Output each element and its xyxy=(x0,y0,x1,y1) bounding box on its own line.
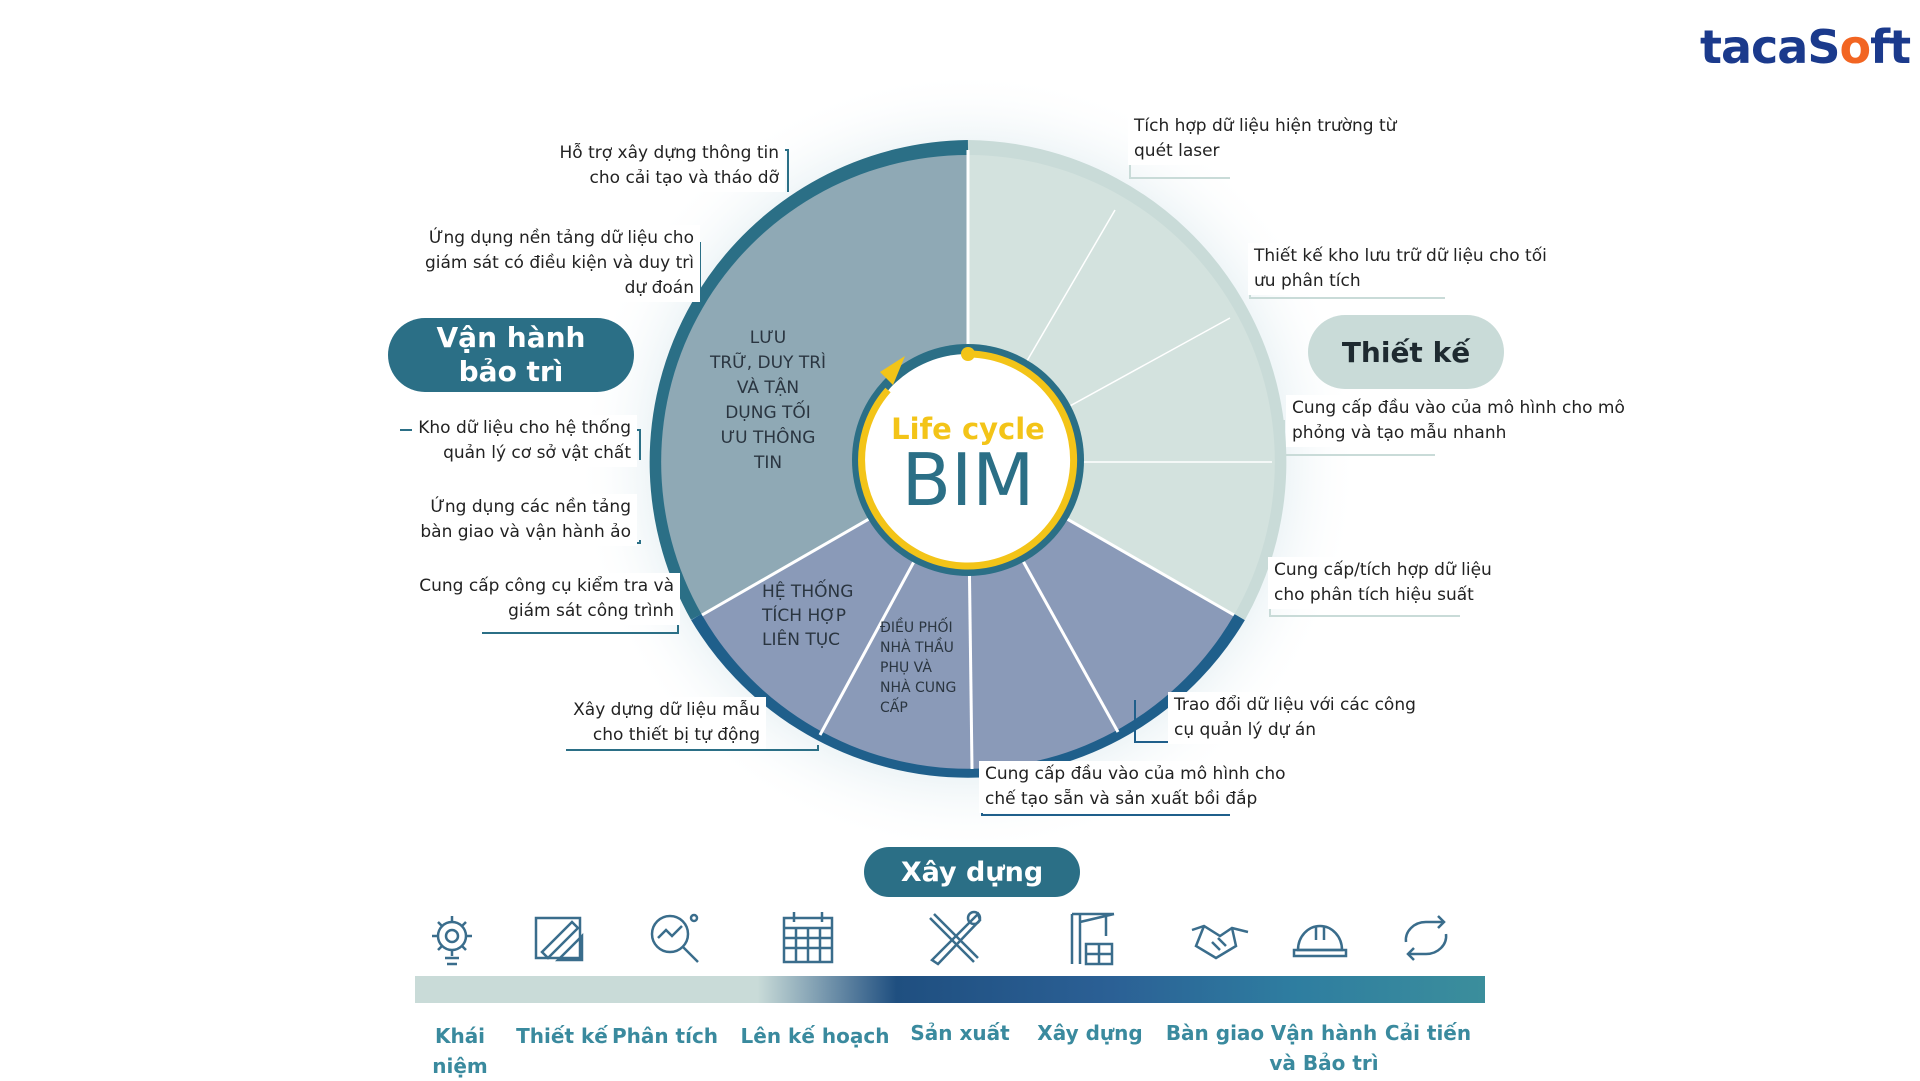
center-yellow-arrowhead xyxy=(880,356,905,385)
sector-coordination-label: ĐIỀU PHỐI NHÀ THẦU PHỤ VÀ NHÀ CUNG CẤP xyxy=(880,620,957,716)
timeline-label-handover: Bàn giao xyxy=(1165,1021,1265,1045)
ring-bottom xyxy=(691,611,1245,778)
sector-storage-label: LƯU TRỮ, DUY TRÌ VÀ TẬN DỤNG TỐI ƯU THÔN… xyxy=(709,328,827,473)
ring-left xyxy=(649,140,969,620)
phase-operation-text: Vận hành bảo trì xyxy=(436,321,586,388)
center-yellow-ring xyxy=(858,350,1078,570)
center-title-large: BIM xyxy=(901,438,1035,522)
annotation-left-1: Hỗ trợ xây dựng thông tin cho cải tạo và… xyxy=(553,140,785,192)
tacasoft-logo: tacaSoft xyxy=(1700,20,1911,74)
cycle-arrows-icon xyxy=(1404,915,1448,961)
center-disc xyxy=(862,354,1074,566)
timeline-bar xyxy=(415,976,1485,1003)
magnifier-chart-icon xyxy=(650,913,699,963)
timeline-label-operation: Vận hành và Bảo trì xyxy=(1269,1021,1379,1075)
hardhat-icon xyxy=(1292,924,1348,958)
phase-construction-pill: Xây dựng xyxy=(864,847,1080,897)
annotation-left-3: Kho dữ liệu cho hệ thống quản lý cơ sở v… xyxy=(412,415,637,467)
phase-design-pill: Thiết kế xyxy=(1308,315,1504,389)
calendar-icon xyxy=(782,912,834,964)
annotation-right-3: Cung cấp đầu vào của mô hình cho mô phỏn… xyxy=(1286,395,1631,447)
phase-construction-text: Xây dựng xyxy=(900,856,1044,888)
timeline-label-construction: Xây dựng xyxy=(1037,1021,1143,1045)
ring-right xyxy=(967,140,1287,620)
annotation-left-6: Xây dựng dữ liệu mẫu cho thiết bị tự độn… xyxy=(567,697,766,749)
timeline-label-design: Thiết kế xyxy=(516,1024,608,1048)
annotation-left-4: Ứng dụng các nền tảng bàn giao và vận hà… xyxy=(414,494,637,546)
annotation-right-2: Thiết kế kho lưu trữ dữ liệu cho tối ưu … xyxy=(1248,243,1553,295)
timeline-label-analysis: Phân tích xyxy=(611,1024,719,1048)
center-title-small: Life cycle xyxy=(891,412,1045,446)
center-yellow-dot xyxy=(961,347,975,361)
annotation-right-6: Cung cấp đầu vào của mô hình cho chế tạo… xyxy=(979,761,1292,813)
gear-bulb-icon xyxy=(432,916,472,966)
phase-design-text: Thiết kế xyxy=(1341,335,1471,369)
phase-operation-pill: Vận hành bảo trì xyxy=(388,318,634,392)
timeline-label-improvement: Cải tiến xyxy=(1384,1021,1472,1045)
crane-icon xyxy=(1070,912,1115,966)
annotation-left-5: Cung cấp công cụ kiểm tra và giám sát cô… xyxy=(413,573,680,625)
annotation-right-5: Trao đổi dữ liệu với các công cụ quản lý… xyxy=(1168,692,1422,744)
tools-icon xyxy=(929,910,982,966)
drafting-icon xyxy=(534,916,584,962)
handshake-icon xyxy=(1191,924,1249,960)
timeline-label-manufacturing: Sản xuất xyxy=(910,1021,1010,1045)
sector-integration-label: HỆ THỐNG TÍCH HỢP LIÊN TỤC xyxy=(762,582,854,650)
timeline-label-concept: Khái niệm xyxy=(432,1024,488,1078)
annotation-right-1: Tích hợp dữ liệu hiện trường từ quét las… xyxy=(1128,113,1403,165)
annotation-left-2: Ứng dụng nền tảng dữ liệu cho giám sát c… xyxy=(418,225,700,302)
annotation-right-4: Cung cấp/tích hợp dữ liệu cho phân tích … xyxy=(1268,557,1498,609)
timeline-label-planning: Lên kế hoạch xyxy=(740,1024,890,1048)
